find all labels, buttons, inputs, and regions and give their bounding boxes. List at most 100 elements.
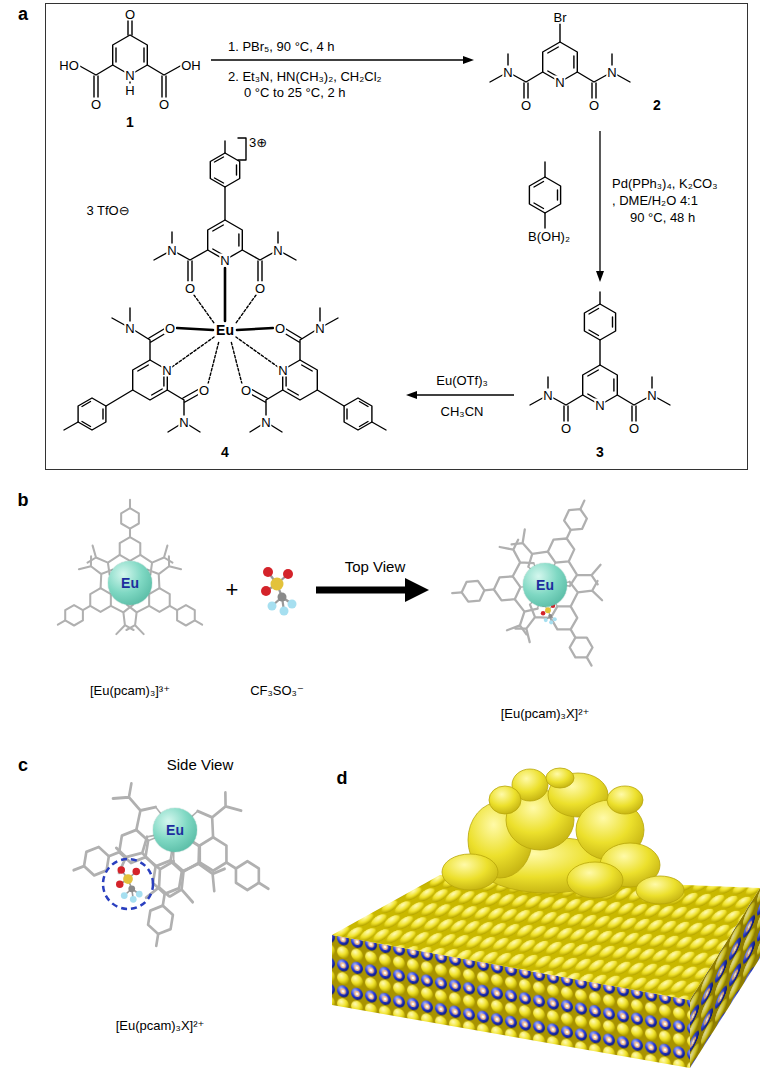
triflate-model-art: [261, 567, 297, 616]
adsorbed-molecule: [636, 876, 684, 904]
adsorbed-molecule: [567, 862, 623, 898]
chemical-structure: [530, 292, 670, 423]
chemical-structure: [344, 398, 372, 430]
reaction-arrow: [599, 131, 600, 271]
atom-label: N: [161, 364, 172, 377]
adsorbed-molecule: [546, 768, 574, 788]
complex-model: [Eu(pcam)₃]³⁺ Eu: [45, 495, 220, 705]
atom-label: HO: [58, 59, 80, 72]
triflate-model: CF₃SO₃⁻: [245, 550, 310, 705]
atom-label: N: [272, 244, 283, 257]
atom-label: O: [184, 282, 196, 295]
atom-label: N: [277, 364, 288, 377]
atom-label: N: [178, 416, 189, 429]
scheme-panel: a1234: [45, 3, 748, 470]
complex-model: [Eu(pcam)₃X]²⁺ Eu: [40, 775, 305, 1040]
reaction-arrow: [211, 59, 463, 60]
atom-label: O: [124, 8, 136, 21]
chemical-structure: [529, 177, 560, 213]
complex-wireframe: [37, 500, 224, 662]
atom-label: N: [606, 66, 617, 79]
atom-label: O: [158, 98, 170, 111]
compound-number: 1: [126, 115, 134, 129]
panel-letter: b: [18, 491, 29, 509]
complex-caption: [Eu(pcam)₃]³⁺: [90, 684, 170, 697]
reaction-condition: 1. PBr₅, 90 °C, 4 h: [228, 40, 335, 53]
view-caption: Side View: [167, 757, 233, 772]
reaction-condition: 90 °C, 48 h: [630, 211, 695, 224]
chemical-structure: [584, 304, 615, 340]
chemical-structure: [78, 20, 182, 100]
atom-label: N: [124, 322, 135, 335]
atom-label: N: [554, 76, 565, 89]
element-symbol: Eu: [166, 823, 184, 837]
chemical-structure: [534, 162, 558, 228]
panel-letter: c: [18, 756, 28, 774]
compound-number: 4: [221, 445, 229, 459]
atom-label: O: [198, 384, 210, 397]
europium-sphere: Eu: [108, 561, 152, 605]
atom-label: N: [260, 416, 271, 429]
chemical-structure: [490, 24, 630, 100]
adsorbed-molecule: [489, 786, 521, 814]
reaction-arrow: [316, 587, 405, 594]
atom-label: Br: [553, 11, 568, 24]
complex-wireframe: [103, 859, 153, 909]
complex-wireframe: [116, 866, 143, 902]
atom-label: N: [219, 254, 230, 267]
reagent-label: B(OH)₂: [528, 230, 570, 243]
europium-sphere: Eu: [523, 563, 567, 607]
complex-caption: [Eu(pcam)₃X]²⁺: [501, 707, 590, 720]
chemical-structure: [172, 295, 278, 384]
reagent-label: Eu(OTf)₃: [436, 374, 488, 387]
adsorbed-molecule: [442, 768, 684, 904]
complex-caption: [Eu(pcam)₃X]²⁺: [116, 1019, 205, 1032]
chemical-structure: [64, 20, 670, 432]
atom-label: N: [124, 69, 135, 82]
atom-label: N: [646, 389, 657, 402]
panel-letter: a: [18, 5, 28, 23]
reaction-condition: 2. Et₃N, HN(CH₃)₂, CH₂Cl₂: [228, 70, 382, 83]
chemical-structure: [64, 138, 386, 432]
element-symbol: Eu: [536, 578, 554, 592]
compound-number: 2: [653, 98, 661, 112]
element-symbol: Eu: [121, 576, 139, 590]
europium-sphere: Eu: [153, 808, 197, 852]
atom-label: N: [314, 322, 325, 335]
atom-label: O: [90, 98, 102, 111]
atom-label: Eu: [215, 323, 235, 337]
atom-label: O: [588, 99, 600, 112]
complex-wireframe: [448, 481, 633, 690]
plus-sign: +: [226, 579, 239, 601]
compound-number: 3: [596, 445, 604, 459]
view-caption: Top View: [345, 559, 406, 574]
adsorbed-molecule: [442, 854, 498, 890]
complex-structure: 4: [55, 134, 400, 466]
complex-caption: CF₃SO₃⁻: [250, 684, 304, 697]
atom-label: O: [164, 322, 176, 335]
atom-label: O: [628, 422, 640, 435]
atom-label: H: [124, 84, 135, 97]
panel-letter: d: [337, 769, 348, 787]
surface-slab: [332, 875, 760, 1000]
reaction-arrow: [417, 394, 514, 395]
chemical-structure: [210, 153, 239, 187]
complex-wireframe: [55, 775, 296, 956]
atom-label: O: [560, 422, 572, 435]
adsorbed-molecule: [607, 786, 643, 814]
atom-label: O: [274, 322, 286, 335]
reaction-condition: 0 °C to 25 °C, 2 h: [244, 86, 345, 99]
atom-label: O: [520, 99, 532, 112]
compound-structure: 3: [520, 288, 690, 465]
triflate-model-art: [261, 567, 297, 616]
atom-label: N: [542, 389, 553, 402]
solvent-label: CH₃CN: [441, 405, 484, 418]
charge-label: 3⊕: [249, 136, 267, 149]
atom-label: O: [240, 384, 252, 397]
chemical-structure: [78, 398, 106, 430]
